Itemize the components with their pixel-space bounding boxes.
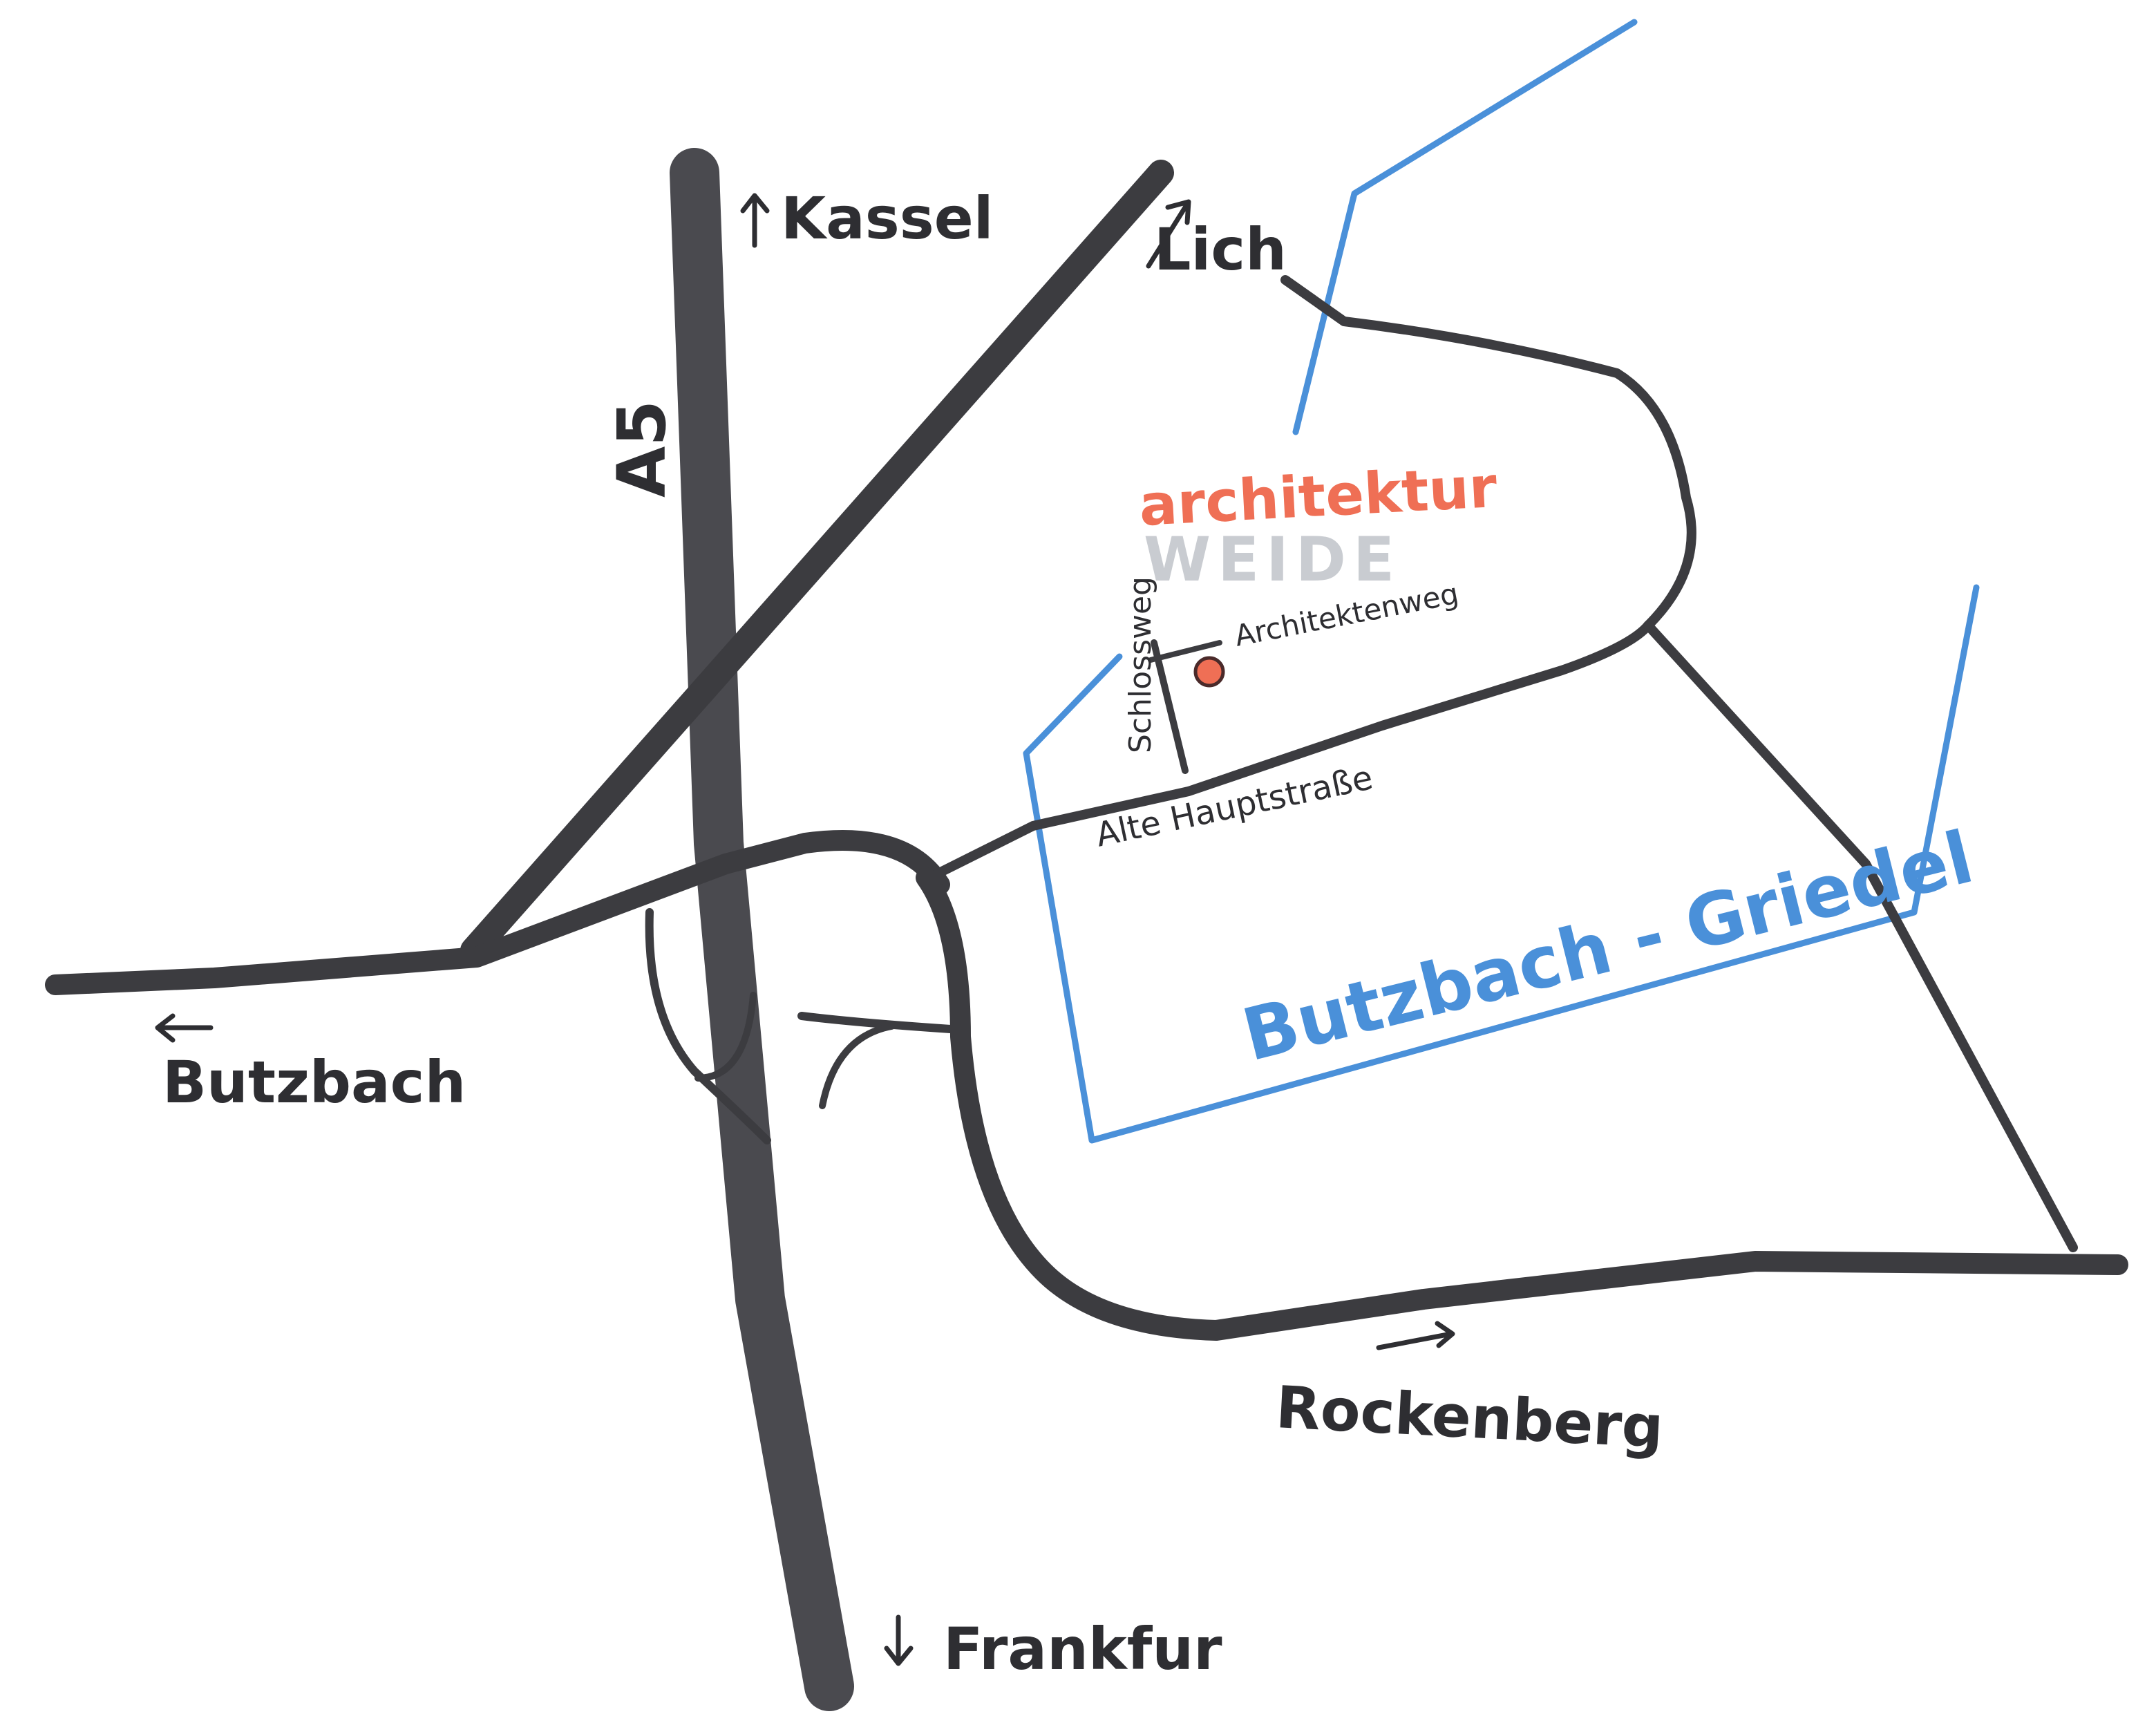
highway-label: A5	[603, 400, 681, 498]
interchange-ramp-west-inner	[694, 992, 757, 1082]
interchange-ramp-east-inner	[819, 1023, 895, 1109]
road-to-lich	[460, 160, 1174, 963]
arrow-up-icon	[740, 193, 770, 248]
direction-rockenberg: Rockenberg	[1274, 1373, 1665, 1461]
road-loop-north	[1280, 275, 1696, 630]
interchange-ramp-west	[645, 908, 771, 1144]
boundary-butzbach-griedel	[1023, 584, 1980, 1144]
street-schlossweg	[1151, 639, 1189, 774]
arrow-down-icon	[884, 1614, 914, 1666]
arrow-up-icon	[1146, 199, 1191, 269]
street-architektenweg	[1148, 640, 1222, 663]
road-alte-hauptstrasse	[925, 621, 1653, 883]
stream-north	[1292, 19, 1638, 435]
direction-lich: Lich	[1154, 216, 1287, 283]
office-marker[interactable]	[1193, 656, 1225, 688]
road-southeast	[1643, 621, 2078, 1252]
logo-weide: WEIDE	[1144, 524, 1401, 595]
direction-frankfurt: Frankfur	[943, 1615, 1222, 1683]
road-to-rockenberg	[916, 867, 2128, 1341]
direction-kassel: Kassel	[781, 185, 994, 252]
town-label: Butzbach - Griedel	[1235, 815, 1981, 1077]
highway-a5	[670, 148, 854, 1711]
direction-butzbach: Butzbach	[162, 1048, 466, 1116]
interchange-ramp-east	[797, 1012, 965, 1034]
arrow-left-icon	[155, 1013, 214, 1043]
street-label-schlossweg: Schlossweg	[1123, 576, 1158, 753]
arrow-right-icon	[1376, 1321, 1455, 1350]
